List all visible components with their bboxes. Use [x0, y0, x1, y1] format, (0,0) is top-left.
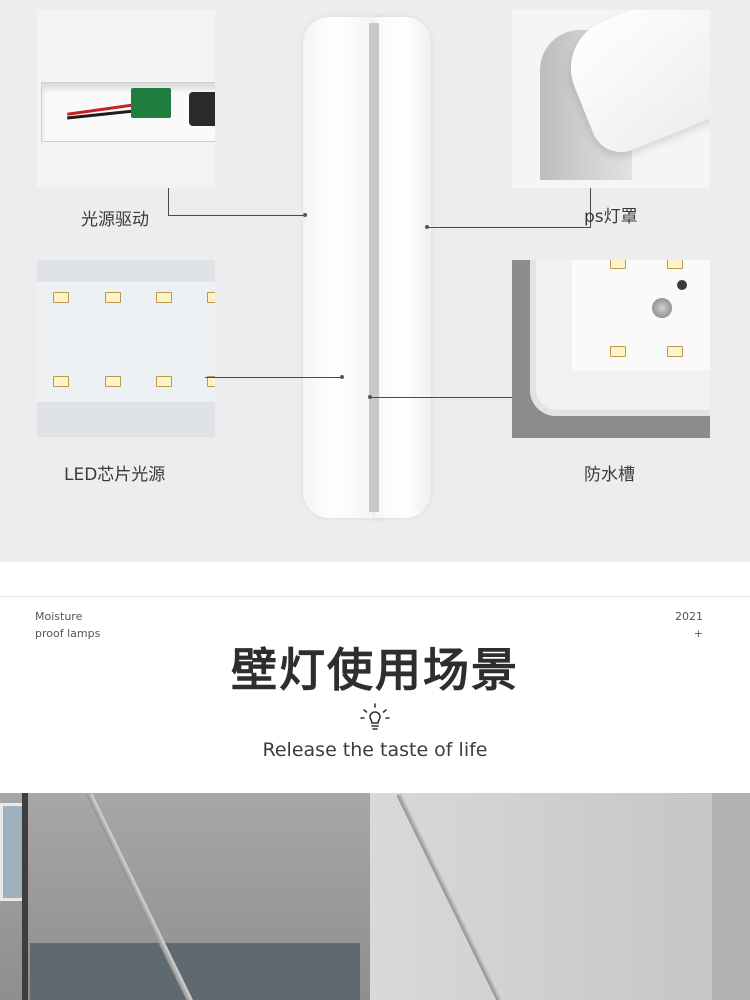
divider [0, 596, 750, 597]
plus-sign: + [693, 627, 703, 640]
leader-dot [368, 395, 372, 399]
product-detail-panel: 光源驱动 ps灯罩 LED芯片光源 防水槽 [0, 0, 750, 562]
year-text: 2021 + [675, 608, 703, 642]
leader-line [205, 377, 342, 378]
leader-line [427, 227, 591, 228]
category-text: Moisture proof lamps [35, 608, 100, 642]
waterproof-label: 防水槽 [584, 465, 635, 485]
year: 2021 [675, 610, 703, 623]
driver-label: 光源驱动 [81, 210, 149, 230]
leader-dot [303, 213, 307, 217]
category-line-2: proof lamps [35, 627, 101, 640]
leader-dot [425, 225, 429, 229]
leader-line [168, 215, 305, 216]
waterproof-slot-photo [512, 260, 710, 438]
cover-label: ps灯罩 [584, 207, 638, 227]
lightbulb-icon [359, 702, 391, 734]
leader-line [168, 188, 169, 215]
driver-photo [37, 10, 215, 188]
leader-line [590, 188, 591, 227]
led-label: LED芯片光源 [64, 465, 166, 485]
leader-line [370, 397, 512, 398]
category-line-1: Moisture [35, 610, 83, 623]
leader-dot [340, 375, 344, 379]
section-heading: 壁灯使用场景 [231, 643, 519, 697]
led-chip-photo [37, 260, 215, 437]
tagline: Release the taste of life [262, 739, 488, 761]
scene-photo [0, 793, 750, 1000]
cover-photo [512, 10, 710, 188]
lamp-product-image [303, 17, 431, 518]
